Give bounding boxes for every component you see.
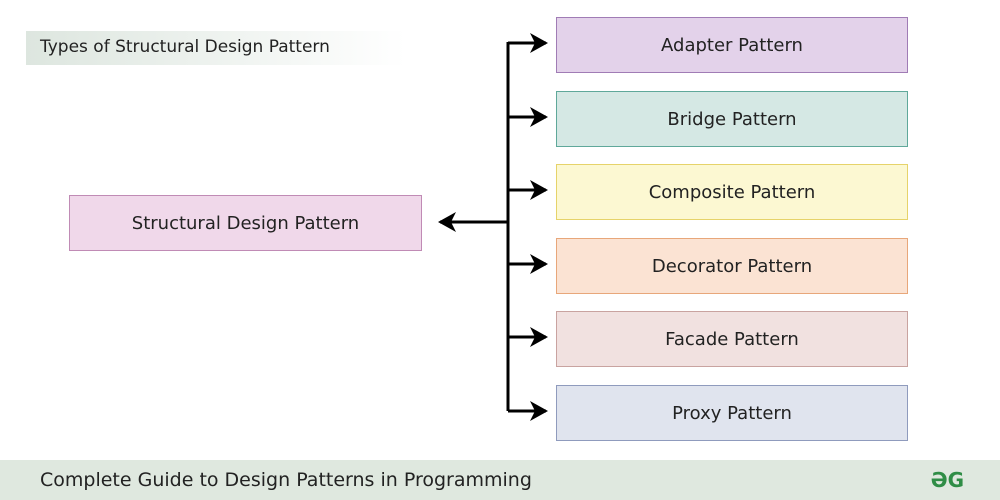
pattern-node: Facade Pattern	[556, 311, 908, 367]
pattern-node: Proxy Pattern	[556, 385, 908, 441]
pattern-node: Bridge Pattern	[556, 91, 908, 147]
footer-bar: Complete Guide to Design Patterns in Pro…	[0, 460, 1000, 500]
pattern-node: Adapter Pattern	[556, 17, 908, 73]
root-node: Structural Design Pattern	[69, 195, 422, 251]
pattern-node: Composite Pattern	[556, 164, 908, 220]
pattern-node: Decorator Pattern	[556, 238, 908, 294]
footer-text: Complete Guide to Design Patterns in Pro…	[40, 469, 532, 491]
diagram-title: Types of Structural Design Pattern	[26, 31, 406, 65]
gfg-logo-icon: ƏG	[930, 468, 964, 492]
